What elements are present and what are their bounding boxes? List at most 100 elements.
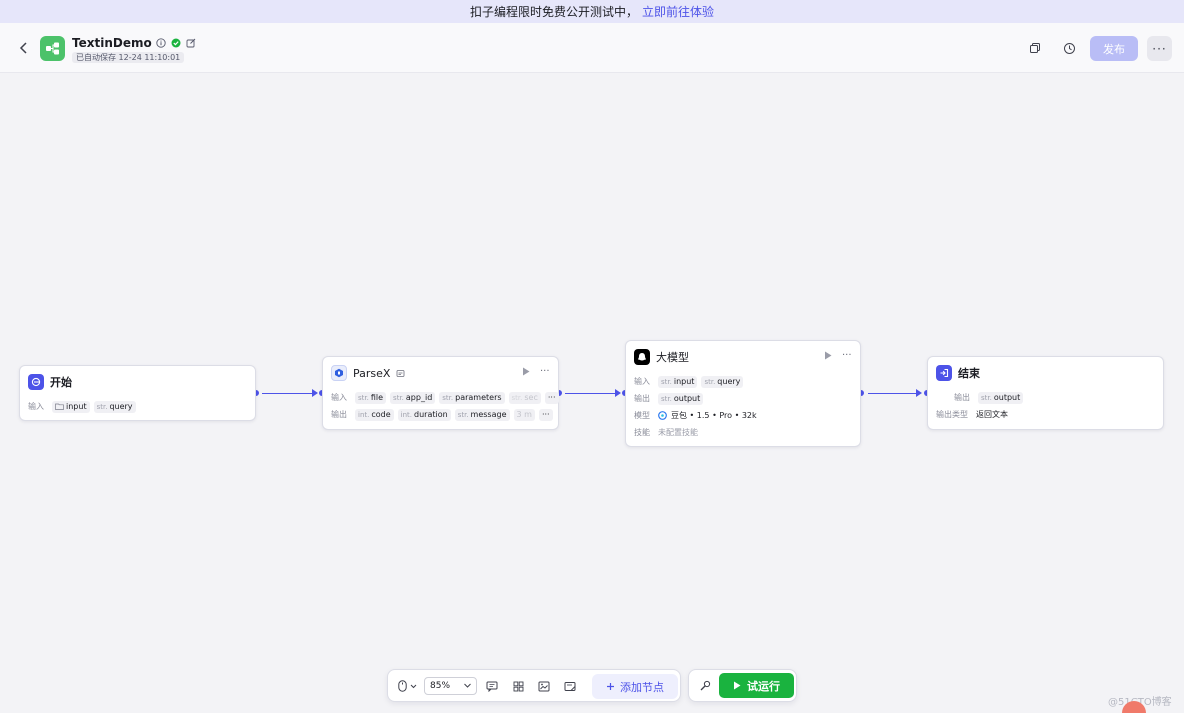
node-input-row: 输入 str.input str.query	[634, 375, 744, 388]
edge-start-parsex	[262, 393, 316, 394]
node-more-icon[interactable]: ···	[540, 366, 550, 377]
output-label: 输出	[954, 393, 970, 402]
chevron-down-icon	[410, 684, 416, 688]
input-label: 输入	[331, 393, 347, 402]
skill-label: 技能	[634, 428, 650, 437]
node-title: ParseX	[353, 366, 391, 380]
output-label: 输出	[634, 394, 650, 403]
edge-arrow	[312, 389, 318, 397]
edge-arrow	[916, 389, 922, 397]
banner-link[interactable]: 立即前往体验	[642, 5, 715, 19]
param-type: str.	[981, 393, 992, 402]
test-run-label: 试运行	[747, 679, 780, 693]
input-label: 输入	[634, 377, 650, 386]
param-tag: str.app_id	[390, 391, 436, 404]
node-skill-row: 技能 未配置技能	[634, 426, 698, 439]
folder-icon	[55, 403, 64, 410]
output-type-label: 输出类型	[936, 410, 968, 419]
node-more-icon[interactable]: ···	[842, 350, 852, 361]
zoom-value: 85%	[430, 681, 451, 691]
edge-parsex-llm	[565, 393, 619, 394]
param-type: str.	[442, 393, 454, 402]
param-tag: str.query	[701, 375, 744, 388]
edit-icon[interactable]	[186, 38, 197, 49]
param-type: str.	[393, 393, 404, 402]
announcement-banner: 扣子编程限时免费公开测试中， 立即前往体验	[0, 0, 1184, 23]
workflow-canvas[interactable]: 开始 输入 input str. query ParseX ···	[0, 74, 1184, 713]
more-params-button[interactable]: ···	[538, 408, 553, 421]
param-type: str.	[661, 394, 672, 403]
node-output-row: 输出 str.output	[634, 392, 704, 405]
param-tag: str.message	[454, 408, 510, 421]
add-node-button[interactable]: 添加节点	[592, 674, 678, 699]
chevron-left-icon	[19, 42, 27, 54]
workflow-header: TextinDemo 已自动保存 12-24 11:10:01 发布 ···	[0, 23, 1184, 73]
note-icon[interactable]	[562, 678, 578, 694]
param-tag: input	[52, 400, 90, 413]
node-input-row: 输入 str.file str.app_id str.parameters st…	[331, 391, 559, 404]
doubao-model-icon	[658, 411, 667, 420]
start-node-icon	[28, 374, 44, 390]
play-icon[interactable]	[824, 351, 832, 360]
model-label: 模型	[634, 411, 650, 420]
node-parsex[interactable]: ParseX ··· 输入 str.file str.app_id str.pa…	[322, 356, 559, 430]
param-type: str.	[511, 393, 523, 402]
param-name: query	[717, 377, 741, 386]
comment-icon[interactable]	[484, 678, 500, 694]
param-tag: str.output	[978, 391, 1024, 404]
publish-button[interactable]: 发布	[1090, 36, 1138, 61]
param-tag: str.sec	[508, 391, 541, 404]
param-type: str.	[661, 377, 672, 386]
node-output-row: 输出 str.output	[954, 391, 1024, 404]
node-input-row: 输入 input str. query	[28, 400, 136, 413]
param-type: str.	[96, 402, 108, 411]
node-end[interactable]: 结束 输出 str.output 输出类型 返回文本	[927, 356, 1164, 430]
copy-icon[interactable]	[1027, 40, 1043, 56]
param-tag: str.input	[658, 375, 698, 388]
param-name: code	[371, 410, 391, 419]
param-type: str.	[457, 410, 469, 419]
more-params-button[interactable]: ···	[544, 391, 559, 404]
zoom-select[interactable]: 85%	[424, 677, 477, 695]
node-title: 大模型	[656, 351, 689, 364]
back-button[interactable]	[16, 39, 32, 57]
play-icon	[734, 681, 741, 690]
app-title: TextinDemo	[72, 36, 152, 50]
node-header: 开始	[28, 373, 72, 391]
history-icon[interactable]	[1061, 40, 1077, 56]
autosave-status: 已自动保存 12-24 11:10:01	[72, 52, 185, 63]
param-name: duration	[414, 410, 448, 419]
banner-text: 扣子编程限时免费公开测试中，	[469, 5, 638, 19]
param-tag: str.parameters	[439, 391, 505, 404]
debug-tools-icon[interactable]	[697, 678, 713, 694]
more-options-button[interactable]: ···	[1147, 36, 1172, 61]
start-output-port[interactable]	[253, 390, 259, 396]
node-start[interactable]: 开始 输入 input str. query	[19, 365, 256, 421]
input-label: 输入	[28, 402, 44, 411]
published-check-icon	[171, 38, 182, 49]
interaction-mode-button[interactable]	[396, 678, 418, 694]
node-actions: ···	[522, 366, 550, 377]
workflow-logo-icon	[46, 42, 59, 55]
output-label: 输出	[331, 410, 347, 419]
node-llm[interactable]: 大模型 ··· 输入 str.input str.query 输出 str.ou…	[625, 340, 861, 447]
llm-output-port[interactable]	[858, 390, 864, 396]
node-title: 开始	[50, 376, 72, 389]
param-type: int.	[400, 410, 413, 419]
param-name: input	[673, 377, 695, 386]
parsex-plugin-icon	[331, 365, 347, 381]
node-header: ParseX	[331, 364, 405, 382]
param-tag: str.file	[355, 391, 387, 404]
info-icon[interactable]	[156, 38, 167, 49]
parsex-output-port[interactable]	[556, 390, 562, 396]
plugin-badge-icon	[397, 369, 405, 377]
auto-layout-icon[interactable]	[510, 678, 526, 694]
test-run-button[interactable]: 试运行	[719, 673, 794, 698]
node-actions: ···	[824, 350, 852, 361]
minimap-icon[interactable]	[536, 678, 552, 694]
mascot-avatar[interactable]	[1122, 701, 1146, 713]
play-icon[interactable]	[522, 367, 530, 376]
param-type: str.	[358, 393, 369, 402]
plus-icon	[607, 683, 614, 690]
param-name: sec	[524, 393, 538, 402]
